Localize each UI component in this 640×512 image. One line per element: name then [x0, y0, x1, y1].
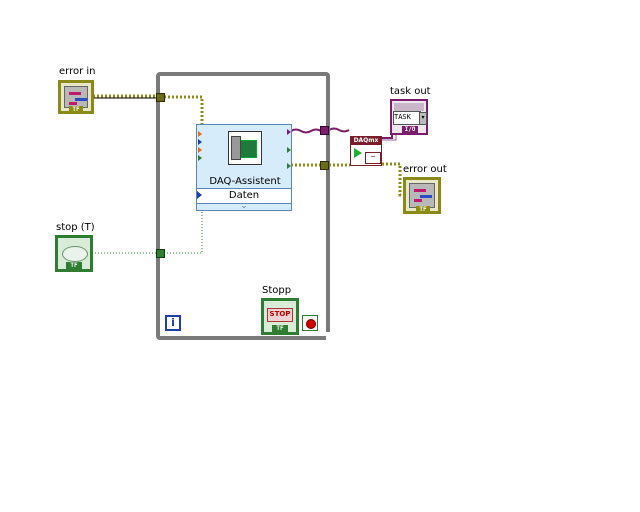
daq-assistant-vi[interactable]: DAQ-Assistent Daten ⌄ [196, 124, 292, 211]
while-loop[interactable] [156, 72, 330, 340]
error-in-terminal[interactable]: TF [58, 80, 94, 114]
stopp-label: Stopp [262, 285, 292, 296]
input-arrow-icon [198, 139, 202, 145]
dropdown-arrow-icon: ▾ [419, 112, 427, 125]
stop-boolean-wire[interactable] [92, 210, 203, 254]
expand-chevron-icon[interactable]: ⌄ [240, 201, 248, 211]
boolean-oval-icon [62, 246, 88, 262]
loop-corner-gap [326, 332, 334, 340]
output-arrow-icon [287, 163, 291, 169]
error-in-label: error in [59, 66, 96, 77]
stop-button-icon: STOP [267, 308, 293, 322]
error-out-tunnel[interactable] [320, 161, 329, 170]
error-out-terminal[interactable]: TF [403, 177, 441, 214]
output-arrow-icon [287, 129, 291, 135]
input-arrow-icon [198, 155, 202, 161]
daq-card-icon [228, 131, 262, 165]
error-cluster-wire[interactable] [93, 94, 204, 128]
daqmx-header: DAQmx [351, 137, 381, 145]
task-out-label: task out [390, 86, 431, 97]
play-icon [354, 148, 362, 158]
stop-t-label: stop (T) [56, 222, 95, 233]
task-out-terminal[interactable]: TASK ▾ I/O [390, 99, 428, 135]
error-in-tunnel[interactable] [156, 93, 165, 102]
daten-label: Daten [228, 190, 260, 201]
error-out-label: error out [403, 164, 447, 175]
error-cluster-icon [409, 183, 435, 208]
waveform-icon: ~ [365, 152, 381, 164]
error-cluster-icon [64, 86, 88, 108]
stop-t-terminal[interactable]: TF [55, 235, 93, 272]
output-arrow-icon [197, 191, 202, 199]
output-arrow-icon [287, 147, 291, 153]
tf-tag: TF [272, 325, 288, 332]
tf-tag: TF [66, 262, 82, 269]
input-arrow-icon [198, 131, 202, 137]
stop-tunnel[interactable] [156, 249, 165, 258]
daqmx-start-task-vi[interactable]: DAQmx ~ [350, 136, 382, 166]
stop-if-true-icon [306, 319, 316, 329]
stopp-terminal[interactable]: STOP TF [261, 298, 299, 335]
daq-assistant-title: DAQ-Assistent [209, 176, 281, 187]
task-text: TASK [393, 111, 421, 125]
task-out-tunnel[interactable] [320, 126, 329, 135]
iteration-terminal[interactable]: i [165, 315, 181, 331]
daten-output-row[interactable]: Daten [197, 188, 291, 204]
io-tag: I/O [402, 126, 418, 133]
input-arrow-icon [198, 147, 202, 153]
tf-tag: TF [69, 106, 83, 113]
loop-condition-terminal[interactable] [302, 315, 318, 331]
tf-tag: TF [416, 206, 430, 213]
